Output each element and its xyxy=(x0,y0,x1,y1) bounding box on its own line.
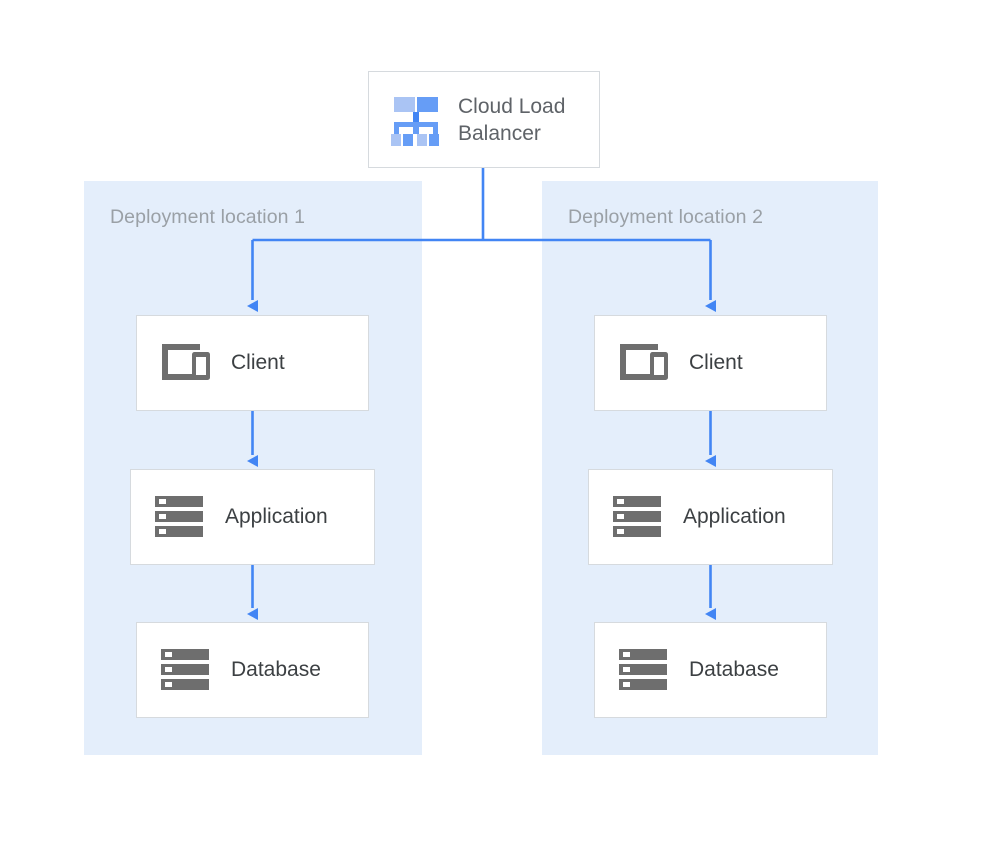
devices-icon xyxy=(617,340,671,386)
server-icon xyxy=(153,494,207,540)
node-label: Cloud Load Balancer xyxy=(458,94,566,145)
deployment-zone-2-label: Deployment location 2 xyxy=(568,206,764,228)
node-application-location-1[interactable]: Application xyxy=(130,469,375,565)
node-label: Database xyxy=(689,658,779,681)
node-label: Database xyxy=(231,658,321,681)
node-database-location-2[interactable]: Database xyxy=(594,622,827,718)
node-cloud-load-balancer[interactable]: Cloud Load Balancer xyxy=(368,71,600,168)
server-icon xyxy=(611,494,665,540)
hierarchy-icon xyxy=(388,92,444,148)
devices-icon xyxy=(159,340,213,386)
node-label: Application xyxy=(683,505,786,528)
server-icon xyxy=(159,647,213,693)
node-client-location-1[interactable]: Client xyxy=(136,315,369,411)
deployment-zone-1-label: Deployment location 1 xyxy=(110,206,306,228)
node-application-location-2[interactable]: Application xyxy=(588,469,833,565)
node-label: Client xyxy=(689,351,743,374)
node-database-location-1[interactable]: Database xyxy=(136,622,369,718)
node-label: Client xyxy=(231,351,285,374)
server-icon xyxy=(617,647,671,693)
node-label: Application xyxy=(225,505,328,528)
node-client-location-2[interactable]: Client xyxy=(594,315,827,411)
